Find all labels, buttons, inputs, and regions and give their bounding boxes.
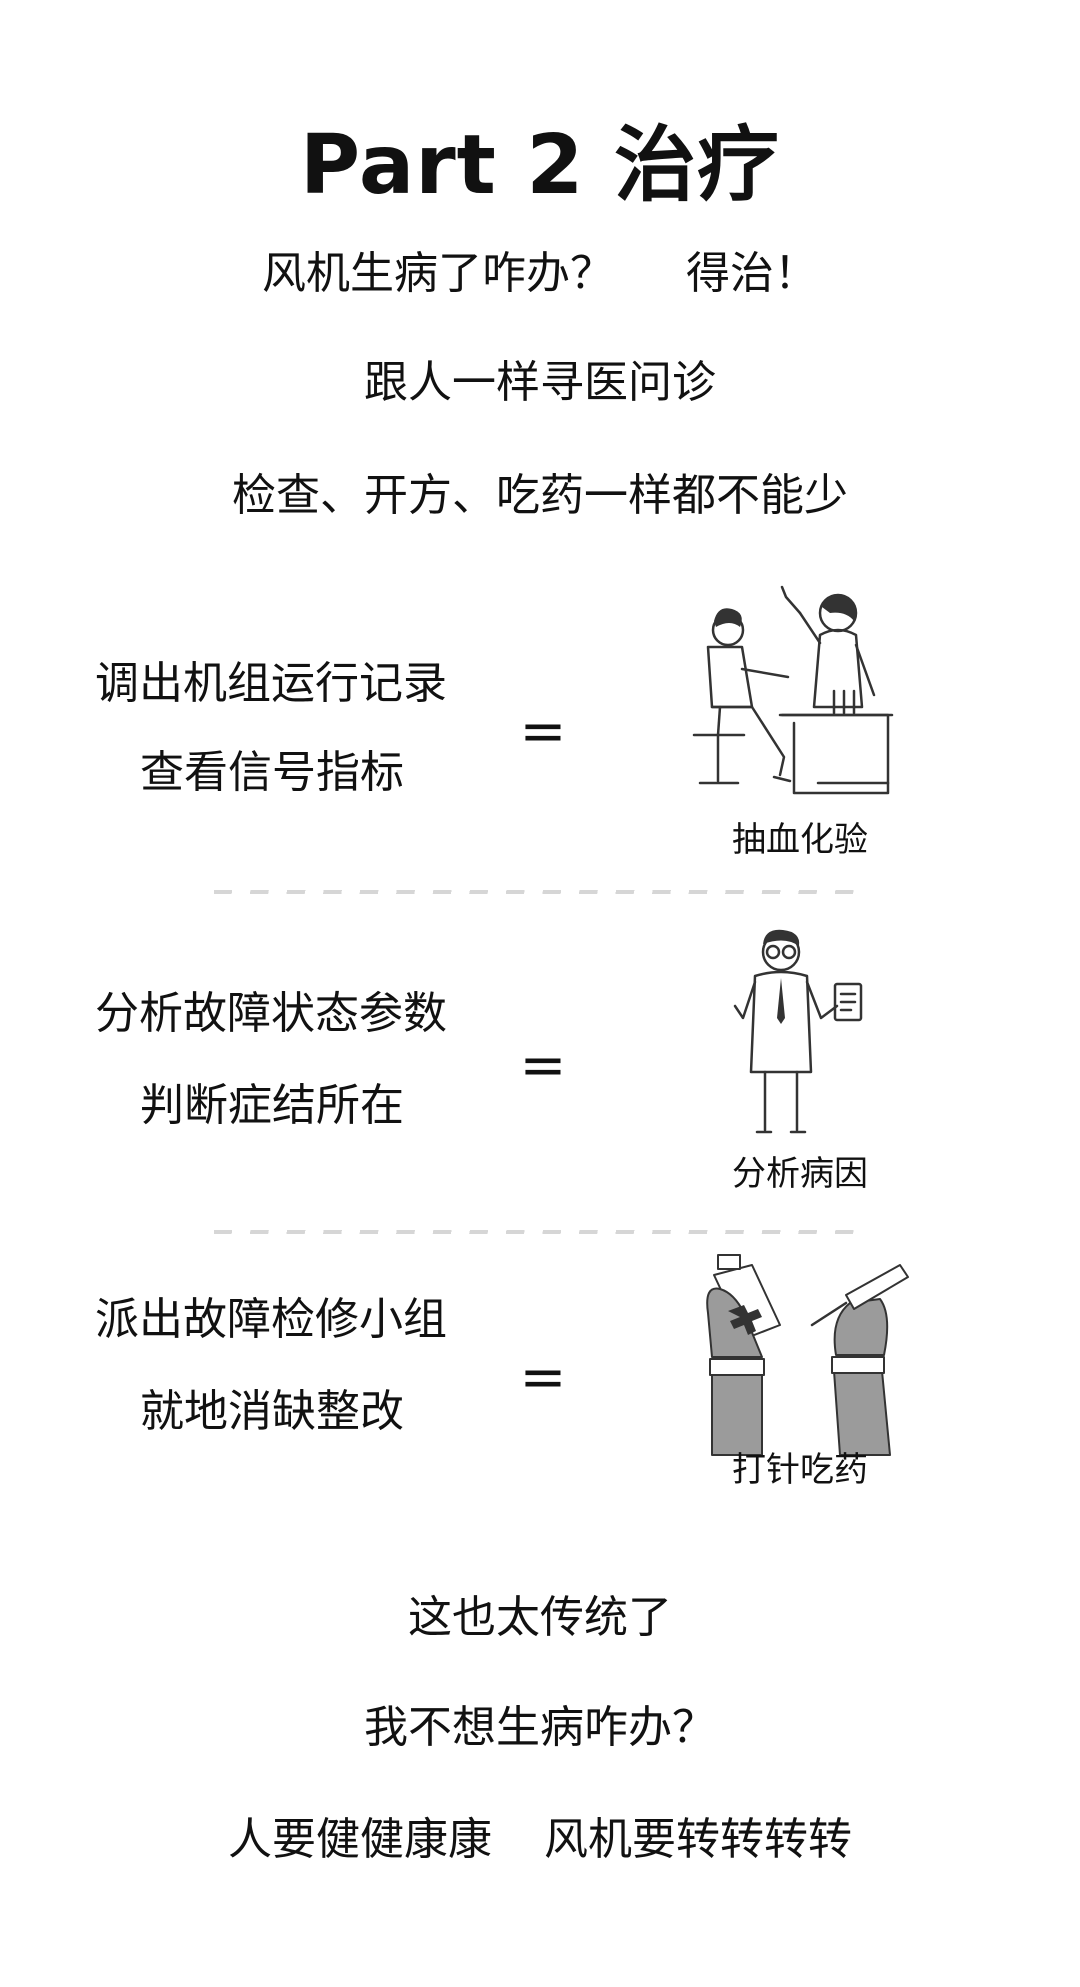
section-1-caption: 抽血化验	[732, 820, 868, 860]
section-3-illustration	[700, 1254, 915, 1460]
intro-question: 风机生病了咋办？	[262, 248, 614, 299]
dashed-divider-2	[214, 1230, 864, 1234]
section-3-line-2: 就地消缺整改	[140, 1386, 404, 1437]
section-2-equals: =	[519, 1033, 567, 1098]
section-2-line-2: 判断症结所在	[140, 1080, 404, 1131]
closing-left-phrase: 人要健健康康	[228, 1814, 492, 1865]
intro-answer: 得治！	[686, 248, 818, 299]
doctor-drawing-blood-illustration	[692, 585, 894, 795]
closing-line-3: 人要健健康康 风机要转转转转	[0, 1812, 1080, 1868]
section-1-equals: =	[519, 699, 567, 764]
intro-line-1: 风机生病了咋办？ 得治！	[0, 246, 1080, 302]
section-3-line-1: 派出故障检修小组	[95, 1294, 447, 1345]
dashed-divider-1	[214, 890, 864, 894]
section-1-line-2: 查看信号指标	[140, 747, 404, 798]
doctor-with-clipboard-illustration	[733, 929, 863, 1134]
intro-line-3: 检查、开方、吃药一样都不能少	[232, 470, 848, 521]
closing-right-phrase: 风机要转转转转	[544, 1814, 852, 1865]
closing-line-1: 这也太传统了	[408, 1592, 672, 1643]
section-1-line-1: 调出机组运行记录	[95, 658, 447, 709]
section-2-caption: 分析病因	[732, 1154, 868, 1194]
hands-with-medicine-and-syringe-illustration	[706, 1254, 909, 1456]
section-2-line-1: 分析故障状态参数	[95, 988, 447, 1039]
section-1-illustration	[690, 585, 905, 805]
section-3-equals: =	[519, 1345, 567, 1410]
page-title: Part 2 治疗	[299, 118, 781, 213]
closing-line-2: 我不想生病咋办？	[364, 1702, 716, 1753]
section-2-illustration	[733, 922, 870, 1142]
section-3-caption: 打针吃药	[732, 1450, 868, 1490]
intro-line-2: 跟人一样寻医问诊	[364, 357, 716, 408]
